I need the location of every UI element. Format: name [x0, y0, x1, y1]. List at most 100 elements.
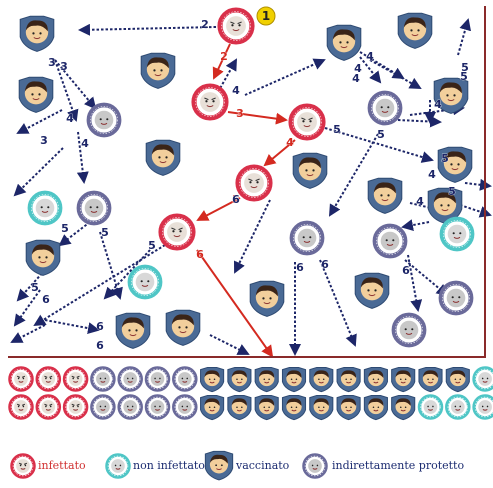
summary-row-1-17-non_infected — [472, 366, 493, 392]
summary-row-2-13-vaccinated — [363, 394, 388, 421]
node-vaccinated-3 — [397, 12, 433, 49]
blue-arrow-label-19: 6 — [232, 193, 240, 206]
blue-arrow-label-26: 6 — [96, 339, 104, 352]
red-arrow-1 — [227, 111, 288, 125]
population-nodes: 1 — [18, 6, 475, 349]
summary-row-1-7-vaccinated — [200, 366, 225, 393]
blue-arrow-label-13: 5 — [461, 61, 469, 74]
blue-arrow-label-23: 5 — [31, 281, 39, 294]
blue-arrow-label-2: 3 — [60, 60, 68, 73]
red-infection-arrows — [196, 43, 296, 358]
summary-row-2-2-infected — [62, 394, 89, 420]
node-vaccinated-23 — [25, 239, 61, 276]
node-vaccinated-27 — [354, 272, 390, 309]
node-vaccinated-12 — [292, 152, 328, 189]
summary-rows — [8, 366, 493, 421]
summary-row-1-3-protected — [90, 366, 116, 392]
summary-row-1-8-vaccinated — [227, 366, 252, 393]
summary-row-2-10-vaccinated — [281, 394, 307, 421]
blue-arrow-5 — [13, 147, 64, 197]
node-vaccinated-0 — [19, 15, 55, 52]
node-vaccinated-14 — [437, 146, 473, 183]
summary-row-1-12-vaccinated — [336, 366, 361, 393]
blue-arrow-12 — [324, 127, 434, 163]
red-arrow-0 — [212, 43, 231, 80]
node-vaccinated-10 — [433, 77, 469, 114]
blue-arrow-label-15: 5 — [441, 152, 449, 165]
blue-arrow-22 — [58, 221, 91, 247]
blue-arrow-7 — [244, 58, 326, 96]
summary-row-2-16-non_infected — [445, 394, 471, 420]
blue-arrow-label-7: 4 — [366, 50, 374, 63]
legend-infected-icon — [10, 453, 36, 479]
node-infected-7 — [191, 83, 229, 121]
blue-arrow-1 — [54, 59, 79, 122]
legend-indirectly-protected-icon — [302, 453, 328, 479]
node-non_infected-24 — [127, 264, 163, 300]
legend-vaccinated-label: vaccinato — [236, 459, 290, 472]
blue-arrow-9 — [359, 56, 382, 84]
summary-row-1-13-vaccinated — [363, 366, 388, 393]
red-arrow-4 — [196, 249, 274, 358]
start-badge-label: 1 — [262, 9, 270, 23]
summary-row-1-9-vaccinated — [254, 366, 279, 393]
summary-row-1-10-vaccinated — [281, 366, 307, 393]
summary-row-2-11-vaccinated — [309, 394, 334, 421]
node-protected-22 — [372, 223, 408, 259]
node-infected-1 — [217, 7, 255, 45]
blue-arrow-24 — [103, 249, 151, 300]
blue-arrow-31 — [404, 259, 449, 297]
summary-row-1-5-protected — [144, 366, 171, 392]
summary-row-1-4-protected — [117, 366, 143, 392]
node-infected-13 — [235, 164, 273, 202]
blue-arrow-label-20: 5 — [101, 226, 109, 239]
blue-arrow-2 — [54, 59, 97, 110]
summary-row-2-3-protected — [90, 394, 116, 420]
blue-arrow-6 — [217, 58, 237, 93]
red-arrow-label-2: 4 — [286, 136, 294, 149]
summary-row-1-6-protected — [172, 366, 198, 392]
node-vaccinated-29 — [115, 312, 151, 349]
legend-indirectly-protected-label: indirettamente protetto — [332, 459, 465, 472]
node-protected-25 — [438, 280, 474, 316]
blue-arrow-label-6: 4 — [232, 84, 240, 97]
legend-infected-label: infettato — [38, 459, 86, 472]
blue-arrow-25 — [33, 244, 166, 327]
node-vaccinated-18 — [427, 187, 463, 224]
blue-arrow-14 — [457, 18, 472, 56]
node-protected-6 — [86, 102, 122, 138]
blue-arrow-label-0: 2 — [201, 18, 209, 31]
node-infected-19 — [158, 213, 196, 251]
blue-arrow-label-12: 5 — [377, 128, 385, 141]
blue-arrow-label-18: 4 — [416, 195, 424, 208]
blue-arrow-label-28: 6 — [321, 258, 329, 271]
node-protected-28 — [391, 312, 427, 348]
node-protected-16 — [76, 190, 112, 226]
blue-arrow-label-3: 4 — [66, 112, 74, 125]
red-arrow-3 — [196, 197, 241, 221]
node-protected-20 — [289, 220, 325, 256]
blue-arrow-label-17: 5 — [448, 185, 456, 198]
summary-row-2-12-vaccinated — [336, 394, 361, 421]
blue-arrow-label-4: 4 — [81, 137, 89, 150]
blue-arrow-18 — [459, 204, 492, 218]
blue-arrow-label-21: 5 — [61, 222, 69, 235]
legend: infettato non infettato vaccinato indire… — [8, 452, 488, 482]
red-arrow-2 — [263, 139, 296, 167]
red-arrow-label-3: 5 — [232, 193, 240, 206]
blue-arrow-label-22: 5 — [148, 239, 156, 252]
legend-icons — [10, 450, 328, 481]
red-arrow-label-4: 6 — [196, 248, 204, 261]
red-arrow-label-1: 3 — [236, 107, 244, 120]
blue-arrow-label-16: 4 — [428, 168, 436, 181]
blue-arrow-33 — [319, 259, 357, 347]
blue-arrow-29 — [10, 324, 46, 343]
blue-arrow-label-27: 6 — [296, 261, 304, 274]
summary-row-2-14-vaccinated — [391, 394, 416, 421]
node-protected-9 — [367, 90, 403, 126]
node-vaccinated-11 — [145, 139, 181, 176]
node-vaccinated-30 — [165, 309, 201, 346]
blue-arrow-label-14: 5 — [460, 70, 468, 83]
blue-arrow-4 — [76, 131, 89, 184]
